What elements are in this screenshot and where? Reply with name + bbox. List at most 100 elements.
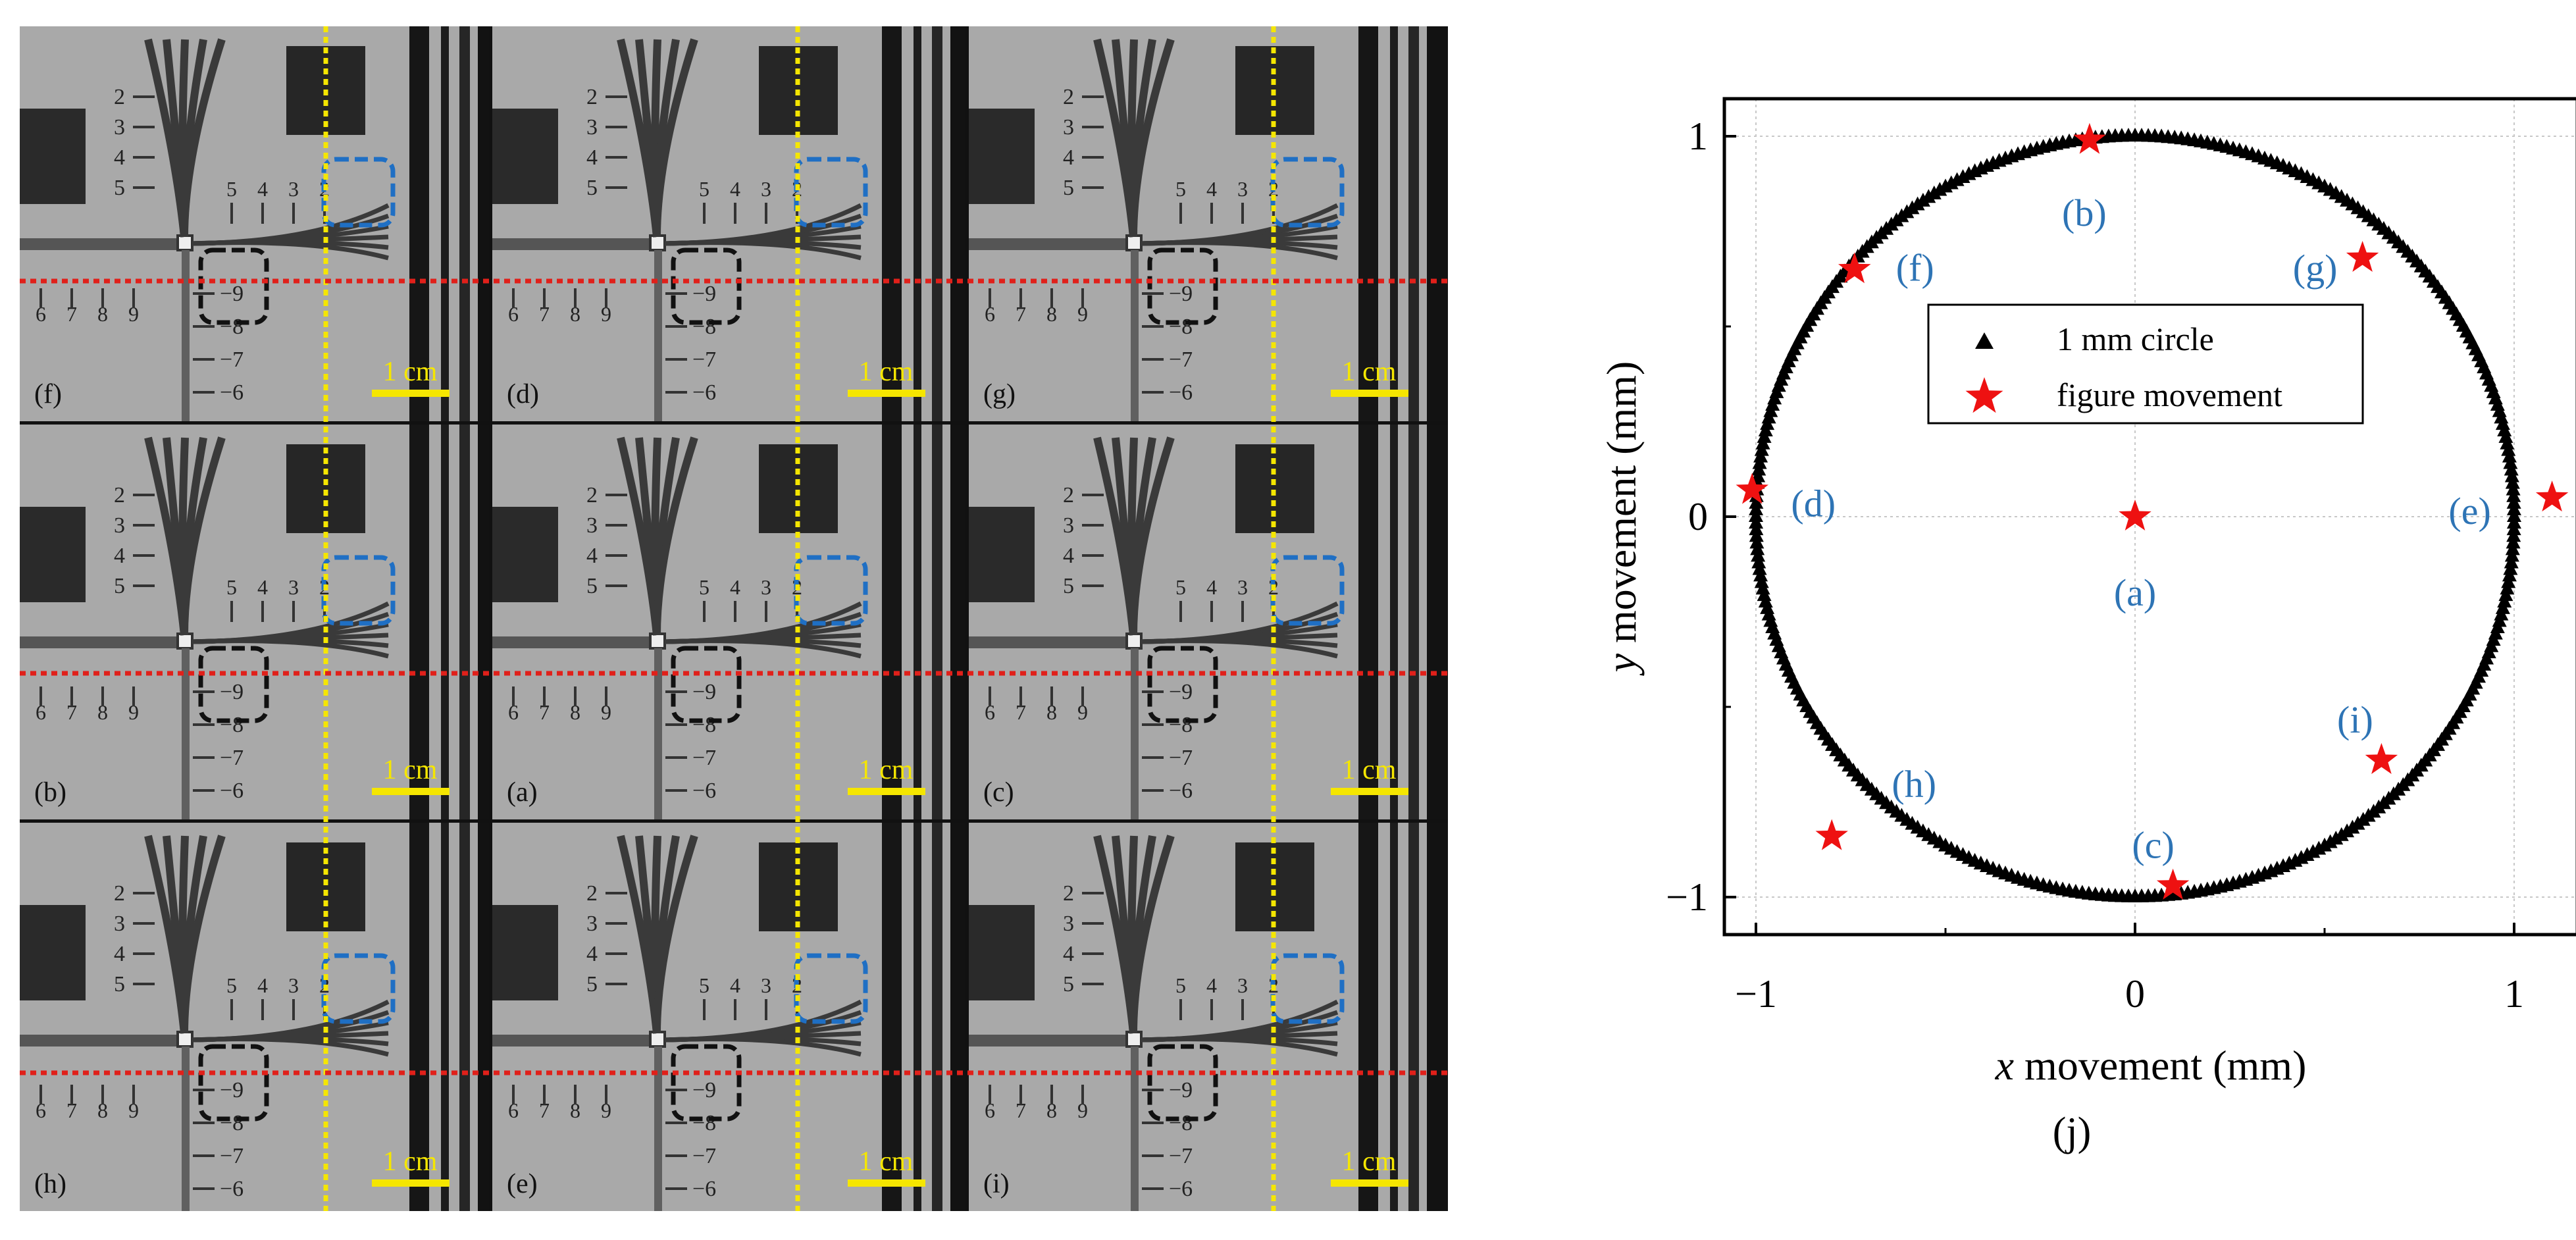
scale-number: 2	[1063, 483, 1074, 507]
circle-marker	[1749, 515, 1764, 529]
dark-strip	[1390, 823, 1398, 1211]
scale-number: 5	[1175, 177, 1186, 201]
circle-marker	[1751, 548, 1766, 562]
star-marker	[2119, 500, 2151, 530]
scale-bar-label: 1 cm	[383, 357, 438, 387]
chart-center-square	[649, 633, 666, 650]
fan-line	[1129, 436, 1175, 636]
scale-number: −9	[220, 282, 244, 306]
scale-number: −9	[1169, 1078, 1193, 1102]
dark-square	[492, 109, 558, 204]
fan-line	[180, 436, 226, 636]
legend-star-icon	[1965, 377, 2003, 413]
scale-number: 2	[586, 85, 598, 109]
scale-number: 8	[97, 700, 108, 724]
scale-number: −7	[692, 348, 716, 372]
scale-number: −8	[692, 713, 716, 737]
chart-bar	[1131, 250, 1139, 421]
scale-number: 8	[97, 1098, 108, 1122]
scale-number: −7	[1169, 348, 1193, 372]
circle-marker	[1751, 461, 1766, 476]
chart-bar	[969, 1035, 1140, 1046]
scale-bar-label: 1 cm	[859, 755, 914, 785]
point-label: (b)	[2062, 192, 2107, 234]
circle-marker	[2506, 515, 2521, 529]
chart-bar	[182, 648, 190, 819]
scale-number: 4	[257, 973, 268, 997]
circle-marker	[1750, 541, 1765, 555]
scale-bar-label: 1 cm	[859, 357, 914, 387]
dark-strip	[1427, 425, 1448, 819]
scale-number: 3	[288, 973, 299, 997]
dark-strip	[950, 26, 965, 421]
scale-number: 5	[1175, 973, 1186, 997]
circle-marker	[1753, 567, 1768, 582]
scale-number: 5	[699, 973, 709, 997]
scale-bar-label: 1 cm	[859, 1147, 914, 1177]
chart-bar	[20, 636, 191, 648]
dark-strip	[1408, 26, 1419, 421]
scale-number: 5	[699, 177, 709, 201]
scale-number: 4	[1206, 177, 1217, 201]
circle-marker	[1751, 468, 1766, 482]
circle-marker	[1757, 428, 1772, 443]
x-axis-label: x movement (mm)	[1995, 1042, 2307, 1089]
circle-marker	[1753, 448, 1768, 463]
scale-number: 3	[586, 115, 598, 140]
dark-strip	[441, 823, 449, 1211]
circle-marker	[1752, 455, 1767, 469]
chart-bar	[182, 250, 190, 421]
circle-marker	[2329, 185, 2344, 199]
scale-number: 5	[226, 177, 237, 201]
scale-number: 3	[1237, 973, 1248, 997]
dark-square	[969, 109, 1035, 204]
scale-bar-label: 1 cm	[383, 1147, 438, 1177]
image-panel: 234554326789−9−8−7−6(c)1 cm	[969, 425, 1448, 819]
scale-number: 3	[288, 177, 299, 201]
dark-strip	[441, 26, 449, 421]
star-marker	[2535, 480, 2569, 512]
scale-number: −7	[220, 1144, 244, 1168]
circle-marker	[2334, 189, 2349, 203]
scale-bar	[1331, 1179, 1408, 1187]
fan-line	[180, 835, 226, 1034]
dark-strip	[459, 823, 470, 1211]
scale-number: 6	[985, 1098, 995, 1122]
scale-number: 3	[1237, 575, 1248, 599]
scale-number: 4	[1063, 145, 1074, 170]
scale-number: 9	[128, 1098, 139, 1122]
dark-strip	[441, 425, 449, 819]
dark-strip	[932, 26, 942, 421]
point-label: (c)	[2132, 824, 2174, 867]
scale-number: −8	[1169, 713, 1193, 737]
image-panel: 234554326789−9−8−7−6(d)1 cm	[492, 26, 965, 421]
scale-number: 2	[586, 881, 598, 906]
dark-strip	[1358, 26, 1378, 421]
panel-label: (a)	[507, 777, 538, 808]
scale-number: −6	[1169, 380, 1193, 405]
scale-number: −8	[1169, 1111, 1193, 1135]
scale-number: 9	[601, 1098, 611, 1122]
star-marker	[2073, 122, 2106, 154]
scale-number: 3	[1237, 177, 1248, 201]
image-panel: 234554326789−9−8−7−6(a)1 cm	[492, 425, 965, 819]
fan-line	[664, 638, 862, 659]
dark-strip	[1408, 823, 1419, 1211]
star-marker	[1838, 252, 1871, 284]
dark-square	[20, 507, 86, 602]
scale-number: 4	[586, 942, 598, 966]
scale-number: −9	[220, 680, 244, 704]
circle-marker	[1749, 528, 1764, 542]
scale-number: 3	[586, 513, 598, 538]
scale-number: 3	[288, 575, 299, 599]
scale-bar-label: 1 cm	[1342, 357, 1397, 387]
scale-number: −6	[220, 1177, 244, 1201]
scale-number: 2	[586, 483, 598, 507]
dark-square	[969, 905, 1035, 1000]
scale-number: 6	[508, 1098, 519, 1122]
fan-line	[1129, 835, 1175, 1034]
scale-bar-label: 1 cm	[1342, 1147, 1397, 1177]
point-label: (g)	[2293, 247, 2338, 290]
scale-number: −6	[692, 380, 716, 405]
chart-bar	[492, 238, 663, 250]
